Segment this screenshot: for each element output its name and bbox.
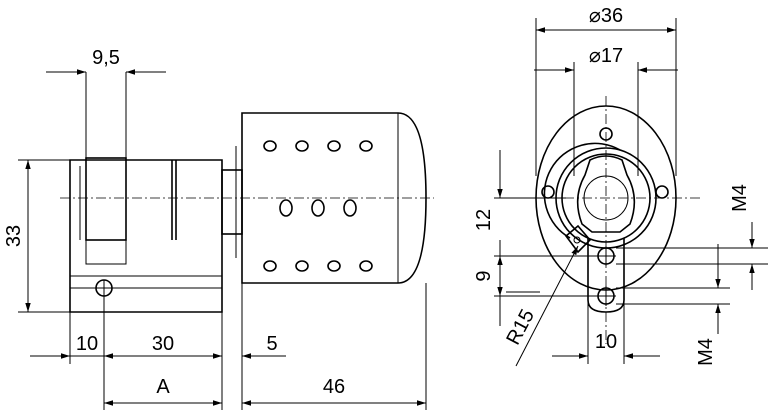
cylinder-body: [69, 157, 223, 313]
dim-9-5-label: 9,5: [92, 47, 120, 69]
flange: [221, 169, 243, 235]
dim-33-label: 33: [3, 225, 25, 247]
core: [576, 155, 636, 233]
dim-12-label: 12: [473, 209, 495, 231]
dim-30-label: 30: [152, 333, 174, 355]
dim-5-label: 5: [266, 333, 277, 355]
dim-R15-label: R15: [502, 306, 539, 349]
knob-holes: [263, 140, 373, 272]
side-view: 9,5 33 10 30 5 A 46: [3, 47, 434, 410]
dim-M4-top-label: M4: [729, 184, 751, 212]
dim-A-label: A: [156, 376, 170, 398]
dim-M4-bottom-label: M4: [695, 338, 717, 366]
dim-dia-36-label: ⌀36: [589, 5, 623, 27]
dim-46-label: 46: [323, 376, 345, 398]
dim-10-label: 10: [76, 333, 98, 355]
dim-dia-17-label: ⌀17: [589, 45, 623, 67]
dim-9-label: 9: [473, 270, 495, 281]
front-view: ⌀36 ⌀17 12 9 R15 10 M4: [473, 5, 768, 367]
dim-10-front-label: 10: [595, 331, 617, 353]
